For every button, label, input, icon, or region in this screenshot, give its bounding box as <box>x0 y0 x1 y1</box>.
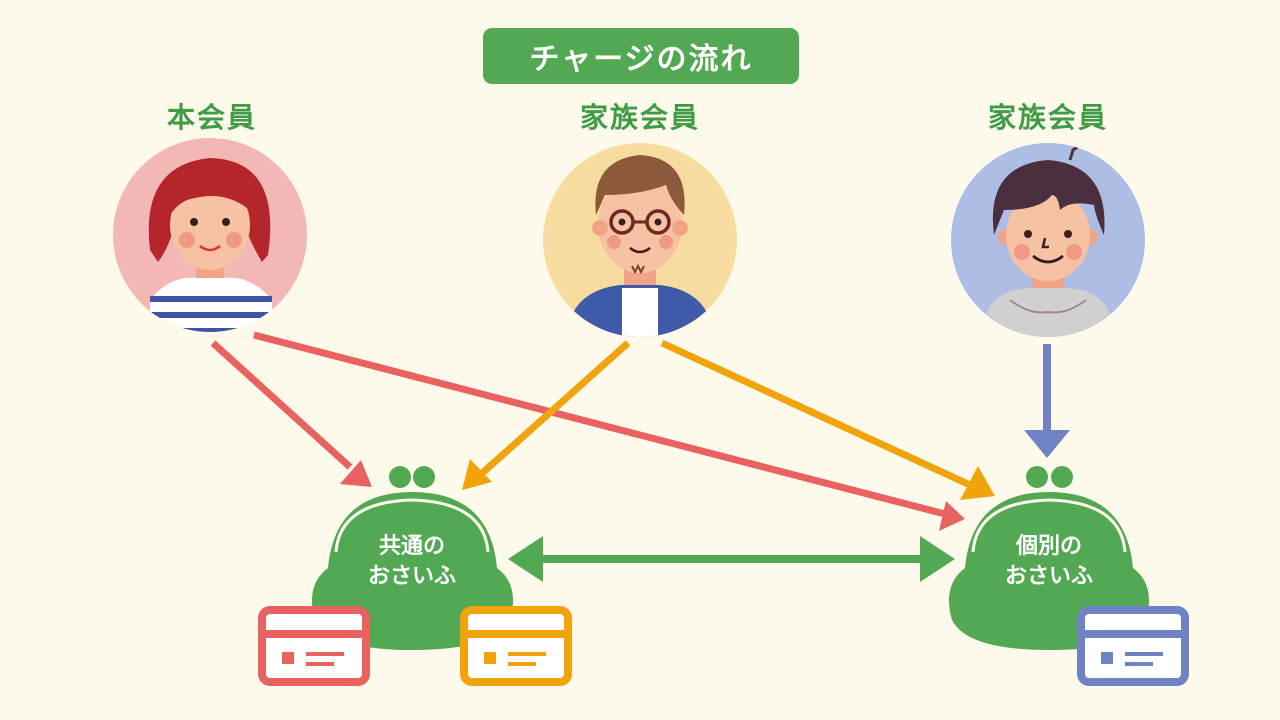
card-icon-blue <box>1077 606 1189 686</box>
shared-wallet-label-line2: おさいふ <box>367 564 456 589</box>
individual-wallet-label: 個別の おさいふ <box>969 532 1129 592</box>
individual-wallet-label-line2: おさいふ <box>1004 564 1093 589</box>
flow-arrows <box>210 331 1070 582</box>
member-label-family-2: 家族会員 <box>987 101 1108 134</box>
card-icon-red <box>258 606 370 686</box>
boy-avatar <box>951 143 1145 337</box>
arrow-shared-individual-bidirectional <box>508 536 955 582</box>
man-glasses-avatar <box>543 143 737 337</box>
member-label-family-1: 家族会員 <box>579 101 700 134</box>
member-label-main: 本会員 <box>166 101 257 134</box>
individual-wallet-label-line1: 個別の <box>1015 534 1082 559</box>
arrow-family1-to-individual <box>660 339 995 500</box>
shared-wallet-label: 共通の おさいふ <box>332 532 492 592</box>
arrow-main-to-shared <box>210 340 372 487</box>
arrow-family2-to-individual <box>1024 344 1070 458</box>
shared-wallet-label-line1: 共通の <box>378 534 445 559</box>
arrow-main-to-individual <box>253 331 965 531</box>
woman-avatar <box>113 138 307 332</box>
chart-flow-title: チャージの流れ <box>483 28 799 84</box>
arrow-family1-to-shared <box>462 340 631 490</box>
card-icon-orange <box>460 606 572 686</box>
